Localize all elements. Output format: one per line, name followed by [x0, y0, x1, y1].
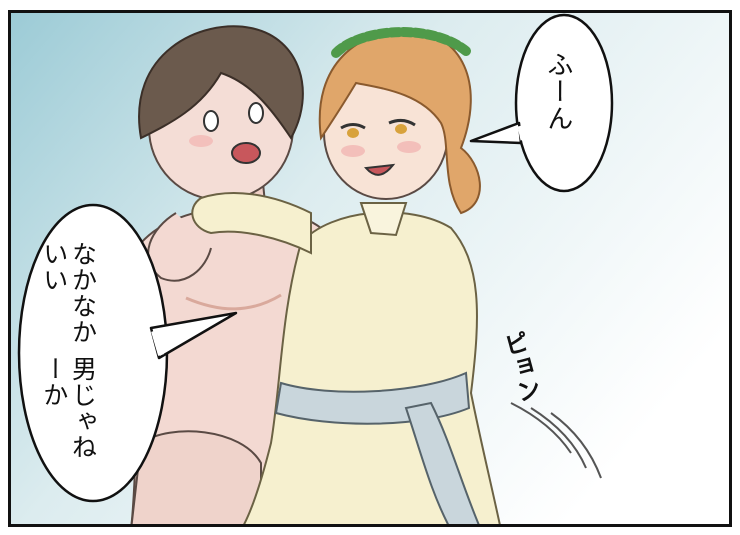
- woman-blush-left: [341, 145, 365, 157]
- speech-bubble-right: [469, 13, 614, 193]
- woman-blush-right: [397, 141, 421, 153]
- bubble-left-text: なかなかいい 男じゃねーか: [39, 241, 98, 471]
- bubble-right-text: ふーん: [542, 51, 573, 132]
- man-mouth: [231, 142, 261, 164]
- man-left-eye: [203, 110, 219, 132]
- bubble-left-line1: なかなかいい: [39, 241, 98, 345]
- woman-left-eye: [340, 123, 366, 130]
- man-blush: [189, 135, 213, 147]
- panel-artwork: [11, 13, 729, 524]
- woman-collar: [359, 202, 408, 237]
- man-hand: [147, 212, 212, 282]
- woman-right-iris: [395, 124, 407, 134]
- man-knee: [130, 430, 262, 524]
- woman-right-eye: [388, 118, 416, 127]
- chest-line: [185, 293, 282, 311]
- motion-lines: [510, 402, 602, 479]
- woman-arm: [191, 192, 312, 255]
- bubble-left-line2: 男じゃねーか: [39, 356, 98, 460]
- woman-left-iris: [347, 128, 359, 138]
- woman-figure: [191, 27, 501, 524]
- man-right-eye: [248, 102, 264, 124]
- manga-panel: ふーん なかなかいい 男じゃねーか ピョン: [8, 10, 732, 527]
- laurel-wreath: [331, 27, 471, 58]
- belt-tail: [404, 401, 480, 524]
- man-hair: [138, 25, 304, 140]
- woman-mouth: [363, 163, 396, 176]
- speech-bubble-left: [17, 203, 238, 503]
